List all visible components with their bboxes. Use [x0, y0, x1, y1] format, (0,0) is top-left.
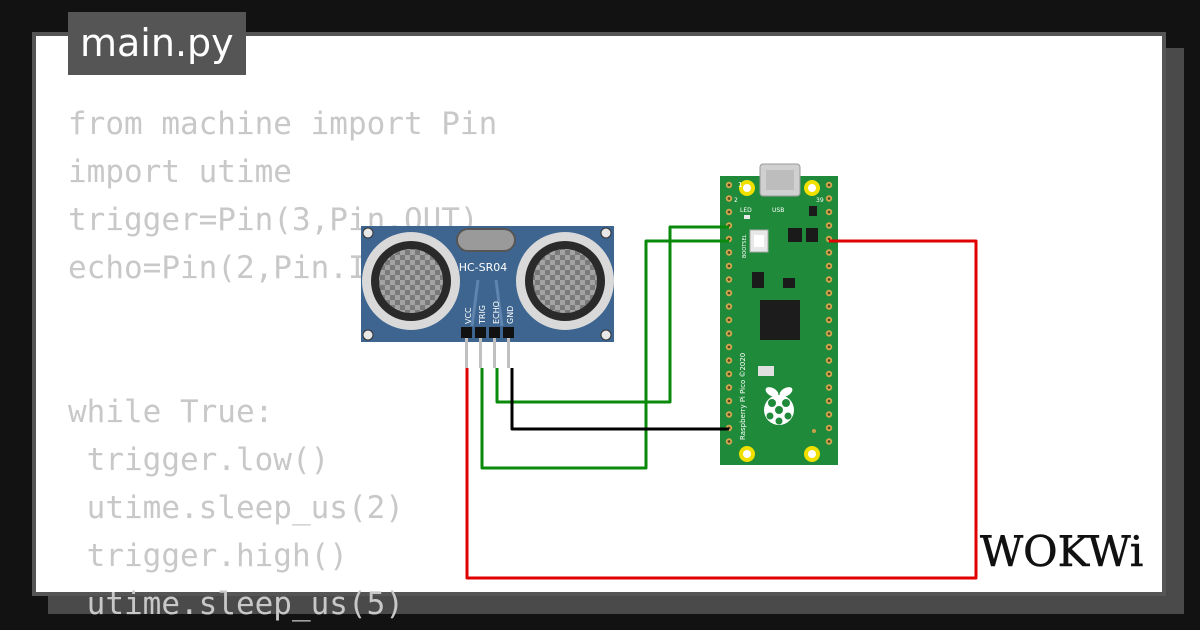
wokwi-logo[interactable]: WOKWi [976, 528, 1152, 578]
mount-hole-icon [600, 227, 612, 239]
pin-pad-hole [727, 359, 731, 362]
pin-39-label: 39 [816, 197, 824, 204]
raspberry-logo-icon [764, 387, 794, 425]
code-line: echo=Pin(2,Pin.IN) [68, 250, 404, 286]
pin-pad-hole [827, 224, 831, 227]
pin-pad-hole [727, 399, 731, 403]
pin-pad-hole [827, 372, 831, 376]
mount-hole-center [808, 450, 816, 458]
pin-pad-hole [727, 345, 731, 349]
pin-pad-hole [727, 413, 731, 416]
pin-pad-hole [727, 291, 731, 295]
pin-pad-hole [727, 278, 731, 281]
smd-component [806, 228, 818, 242]
usb-label: USB [772, 207, 784, 214]
wire-vcc[interactable] [465, 239, 978, 580]
file-tab-main-py[interactable]: main.py [68, 12, 246, 75]
pin-pad-hole [827, 305, 831, 308]
mount-hole-center [743, 184, 751, 192]
pin-pad-hole [727, 440, 731, 443]
pin-pad-hole [727, 372, 731, 376]
code-line: from machine import Pin [68, 106, 498, 142]
code-line: trigger.high() [68, 538, 348, 574]
led-indicator [744, 215, 750, 219]
pin-pad-hole [827, 359, 831, 362]
rp2040-chip [760, 300, 800, 340]
pin-label-echo: ECHO [492, 301, 501, 324]
pin-2-label: 2 [734, 197, 738, 204]
pin-pad-hole [827, 210, 831, 214]
mount-hole-icon [362, 227, 374, 239]
code-editor[interactable]: from machine import Pin import utime trigg… [68, 100, 497, 628]
smd-component [788, 228, 802, 242]
pin-pad-hole [827, 251, 831, 254]
pin-pad-hole [727, 386, 731, 389]
wokwi-logo-text: WOKWi [980, 528, 1143, 576]
sensor-model-label: HC-SR04 [459, 261, 508, 274]
pin-pad-hole [827, 264, 831, 268]
wire-trig[interactable] [480, 239, 729, 470]
pin-pad-hole [827, 332, 831, 335]
pin-label-trig: TRIG [478, 305, 487, 325]
sensor-header-pins[interactable] [461, 327, 514, 368]
bootsel-button-cap [754, 235, 764, 247]
mount-hole-icon [600, 329, 612, 341]
led-label: LED [740, 207, 752, 214]
code-line: import utime [68, 154, 292, 190]
ultrasonic-sensor[interactable]: HC-SR04 VCC TRIG ECHO GND [361, 226, 614, 368]
wire-gnd[interactable] [510, 368, 729, 431]
test-point [812, 429, 816, 433]
usb-connector-inner [766, 170, 794, 190]
pin-pad-hole [727, 251, 731, 254]
pin-pad-hole [727, 318, 731, 322]
transducer-right [516, 232, 614, 330]
code-line: while True: [68, 394, 274, 430]
smd-component [809, 206, 817, 216]
pin-pad-hole [727, 183, 731, 187]
pin-pad-hole [827, 291, 831, 295]
smd-component [758, 366, 774, 376]
mount-hole-icon [362, 329, 374, 341]
pin-pad-hole [827, 399, 831, 403]
pin-pad-hole [827, 426, 831, 430]
transducer-left [362, 232, 460, 330]
pin-pad-hole [727, 197, 731, 200]
mount-hole-center [808, 184, 816, 192]
pico-right-pin-header[interactable] [825, 181, 833, 445]
raspberry-pi-pico[interactable]: 1 2 39 LED USB BOOTSEL Raspberry Pi Pico… [720, 163, 838, 465]
bootsel-label: BOOTSEL [742, 234, 748, 258]
pin-pad-hole [727, 264, 731, 268]
sensor-trace [470, 279, 480, 327]
code-line: utime.sleep_us(5) [68, 586, 404, 622]
code-line: trigger.low() [68, 442, 330, 478]
pin-pad-hole [827, 318, 831, 322]
wire-echo[interactable] [495, 225, 729, 404]
pin-label-vcc: VCC [464, 307, 473, 324]
smd-component [752, 272, 764, 288]
crystal-oscillator [456, 228, 516, 252]
board-model-text: Raspberry Pi Pico ©2020 [739, 353, 747, 440]
pin-pad-hole [827, 440, 831, 443]
pin-pad-hole [827, 413, 831, 416]
pin-pad-hole [827, 345, 831, 349]
pin-pad-hole [727, 305, 731, 308]
pin-pad-hole [727, 210, 731, 214]
pin-1-label: 1 [738, 181, 742, 189]
pin-label-gnd: GND [506, 306, 515, 324]
pico-left-pin-header[interactable] [725, 181, 733, 445]
mount-hole-center [743, 450, 751, 458]
sensor-trace [494, 279, 504, 327]
pin-pad-hole [827, 183, 831, 187]
pin-pad-hole [827, 278, 831, 281]
smd-component [783, 278, 795, 288]
pin-pad-hole [827, 197, 831, 200]
code-line: utime.sleep_us(2) [68, 490, 404, 526]
pin-pad-hole [727, 332, 731, 335]
pin-pad-hole [827, 386, 831, 389]
